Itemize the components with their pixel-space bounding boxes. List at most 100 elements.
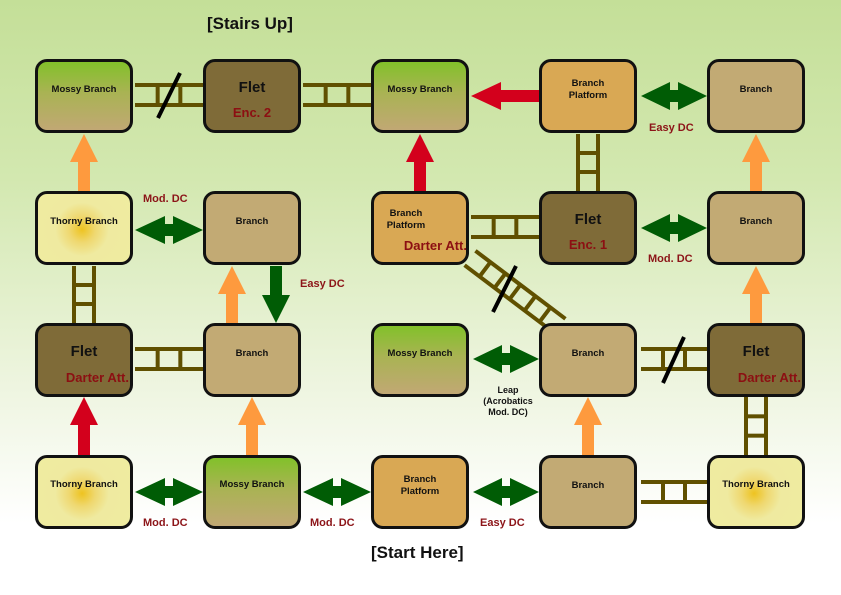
node-mossy-r1c1: Mossy Branch <box>35 59 133 133</box>
node-label: Branch <box>739 84 773 95</box>
node-note: Darter Att. <box>737 370 801 385</box>
ladder-part <box>72 302 96 306</box>
ladder-part <box>135 347 203 351</box>
broken-ladder-mark <box>491 265 518 313</box>
ladder-part <box>522 294 538 312</box>
ladder-part <box>744 397 748 455</box>
leap-note-line: (Acrobatics <box>483 396 533 406</box>
ladder-part <box>514 215 519 239</box>
node-platform-r4c3: Branch Platform <box>371 455 469 529</box>
node-label: Branch <box>571 348 605 359</box>
ladder-part <box>346 83 351 107</box>
jump-arrow-left-head <box>473 345 506 373</box>
move-arrow <box>238 397 266 455</box>
node-branch-r2c2: Branch <box>203 191 301 265</box>
jump-arrow-right-head <box>337 478 371 506</box>
ladder-connection <box>135 347 203 371</box>
caption-mod-dc: Mod. DC <box>310 517 355 529</box>
ladder-part <box>492 272 508 290</box>
ladder-part <box>135 367 203 371</box>
caption-easy-dc: Easy DC <box>480 517 525 529</box>
node-branch-r3c2: Branch <box>203 323 301 397</box>
move-arrow <box>742 134 770 191</box>
node-label: Flet <box>574 211 602 228</box>
node-note: Enc. 1 <box>568 237 608 252</box>
ladder-part <box>303 83 371 87</box>
node-label: Branch <box>739 216 773 227</box>
jump-arrow-right-head <box>674 214 707 242</box>
jump-arrow-down <box>262 266 290 323</box>
ladder-part <box>683 480 687 504</box>
caption-mod-dc: Mod. DC <box>648 253 693 265</box>
jump-arrow-right-head <box>506 345 539 373</box>
ladder-part <box>576 151 600 155</box>
ladder-part <box>641 347 707 351</box>
caption-mod-dc: Mod. DC <box>143 193 188 205</box>
leap-note-line: Mod. DC) <box>488 407 528 417</box>
jump-arrow-left-head <box>473 478 506 506</box>
node-note: Enc. 2 <box>232 105 272 120</box>
node-label: Flet <box>70 343 98 360</box>
ladder-part <box>471 235 539 239</box>
node-branch-r1c5: Branch <box>707 59 805 133</box>
node-label: Branch Platform <box>568 78 608 101</box>
leap-note: Leap (Acrobatics Mod. DC) <box>478 385 538 418</box>
ladder-part <box>744 433 768 438</box>
jump-arrow-right-head <box>169 216 203 244</box>
ladder-part <box>537 306 553 324</box>
hazard-arrow <box>70 397 98 455</box>
node-branch-r4c4: Branch <box>539 455 637 529</box>
ladder-part <box>576 134 580 191</box>
start-here-label: [Start Here] <box>371 543 464 562</box>
broken-ladder-mark <box>661 336 686 384</box>
node-platform-r1c4: Branch Platform <box>539 59 637 133</box>
ladder-connection <box>72 266 96 323</box>
node-label: Thorny Branch <box>50 216 118 227</box>
node-label: Flet <box>742 343 770 360</box>
node-branch-r2c5: Branch <box>707 191 805 265</box>
ladder-part <box>596 134 600 191</box>
node-mossy-r4c2: Mossy Branch <box>203 455 301 529</box>
ladder-part <box>323 83 328 107</box>
node-note: Darter Att. <box>403 238 467 253</box>
jump-arrow-right-head <box>506 478 539 506</box>
node-thorny-r2c1: Thorny Branch <box>35 191 133 265</box>
ladder-part <box>491 215 496 239</box>
ladder-part <box>155 347 160 371</box>
ladder-part <box>683 347 687 371</box>
node-label: Branch Platform <box>386 208 426 231</box>
ladder-part <box>72 283 96 287</box>
ladder-connection <box>576 134 600 191</box>
ladder-part <box>661 347 665 371</box>
node-note: Darter Att. <box>65 370 129 385</box>
move-arrow <box>742 266 770 323</box>
jump-arrow-left-head <box>641 82 674 110</box>
node-label: Branch <box>571 480 605 491</box>
ladder-part <box>507 283 523 301</box>
ladder-part <box>744 414 768 419</box>
caption-easy-dc: Easy DC <box>300 278 345 290</box>
node-label: Mossy Branch <box>219 479 285 490</box>
move-arrow <box>70 134 98 191</box>
ladder-connection-diagonal <box>463 249 567 335</box>
ladder-part <box>178 83 183 107</box>
ladder-connection <box>641 347 707 371</box>
ladder-part <box>477 260 493 278</box>
jump-arrow-left-head <box>303 478 337 506</box>
node-mossy-r1c3: Mossy Branch <box>371 59 469 133</box>
ladder-part <box>764 397 768 455</box>
node-label: Flet <box>238 79 266 96</box>
node-label: Mossy Branch <box>387 348 453 359</box>
jump-arrow-right-head <box>169 478 203 506</box>
node-branch-r3c4: Branch <box>539 323 637 397</box>
node-label: Thorny Branch <box>50 479 118 490</box>
hazard-arrow <box>406 134 434 191</box>
node-label: Mossy Branch <box>51 84 117 95</box>
